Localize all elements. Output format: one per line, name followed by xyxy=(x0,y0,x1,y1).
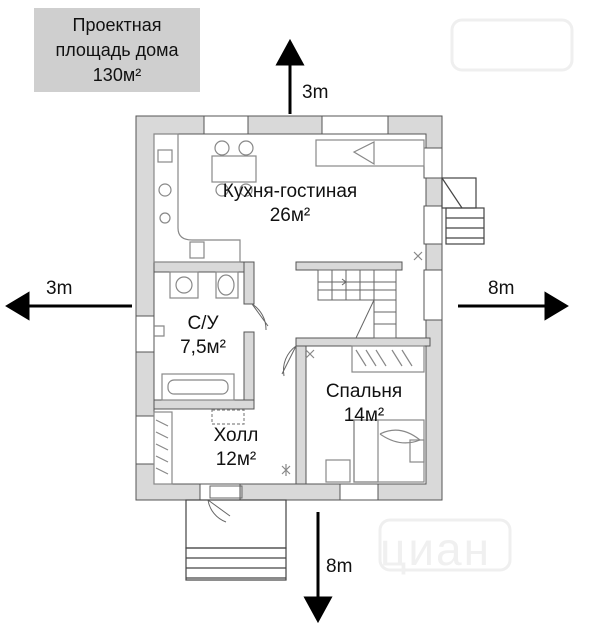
windows xyxy=(135,115,443,501)
porch-right xyxy=(441,177,485,245)
room-label-bedroom: Спальня 14м² xyxy=(310,380,418,428)
bathroom-furniture xyxy=(154,271,239,401)
stairs xyxy=(317,269,397,339)
watermark-graphic xyxy=(378,18,574,572)
dimension-left: 3m xyxy=(46,278,73,299)
dimension-right: 8m xyxy=(488,278,515,299)
room-area: 26м² xyxy=(269,205,311,226)
room-name: С/У xyxy=(187,313,219,334)
room-area: 14м² xyxy=(343,405,385,426)
bedroom-furniture xyxy=(305,345,425,483)
room-name: Спальня xyxy=(325,381,403,402)
doors xyxy=(207,303,297,523)
room-area: 12м² xyxy=(215,449,257,470)
dimension-top: 3m xyxy=(302,82,329,103)
project-area-box: Проектная площадь дома 130м² xyxy=(34,8,200,92)
room-area: 7,5м² xyxy=(180,337,226,358)
info-line-2: площадь дома xyxy=(55,39,179,60)
room-label-kitchen: Кухня-гостиная 26м² xyxy=(196,180,384,228)
room-label-hall: Холл 12м² xyxy=(196,424,276,472)
info-area: 130м² xyxy=(92,64,142,85)
watermark: циан xyxy=(380,523,492,575)
room-label-bathroom: С/У 7,5м² xyxy=(160,312,246,360)
hall-furniture xyxy=(153,409,291,485)
porch-bottom xyxy=(185,499,287,581)
kitchen-furniture xyxy=(153,133,425,263)
info-line-1: Проектная xyxy=(72,14,162,35)
dimension-bottom: 8m xyxy=(326,556,353,577)
room-name: Холл xyxy=(213,425,259,446)
dimension-arrows xyxy=(5,38,569,624)
room-name: Кухня-гостиная xyxy=(222,181,358,202)
